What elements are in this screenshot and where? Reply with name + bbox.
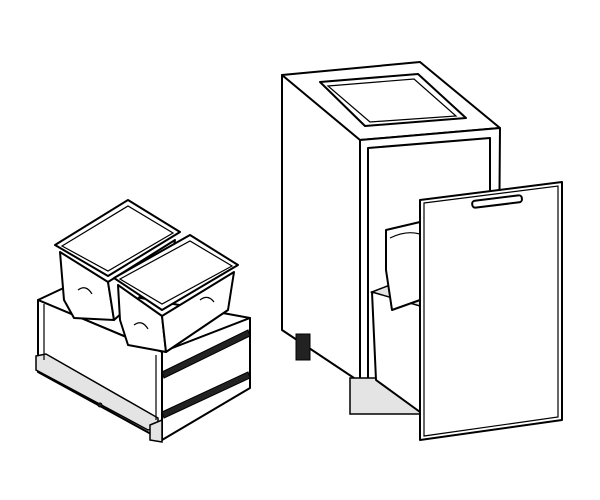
frame-base — [35, 284, 251, 443]
bin-front — [113, 234, 239, 353]
pull-out-door — [419, 181, 563, 441]
cabinet-leg — [295, 333, 311, 361]
inner-drawer — [369, 221, 421, 413]
cabinet-opening — [319, 73, 467, 127]
base-cabinet-with-pull-out-door — [281, 61, 563, 441]
door-handle — [471, 194, 523, 209]
pull-out-waste-bin-unit — [35, 199, 251, 443]
